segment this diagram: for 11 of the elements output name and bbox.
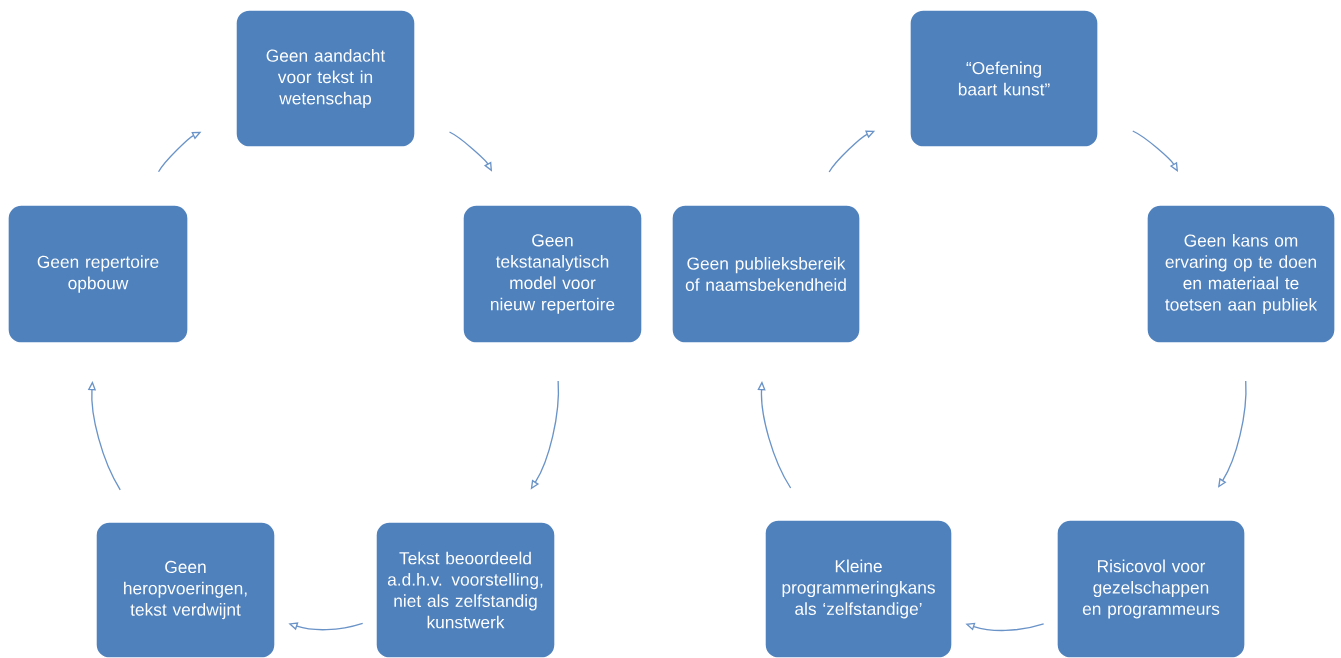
process-box: “Oefening baart kunst” — [909, 9, 1099, 148]
process-box: Kleine programmeringkans als ‘zelfstandige’ — [764, 519, 953, 658]
process-box: Geen aandacht voor tekst in wetenschap — [235, 9, 416, 148]
process-box: Tekst beoordeeld a.d.h.v. voorstelling, niet als zelfstandig kunstwerk — [375, 521, 556, 658]
process-box: Geen heropvoeringen, tekst verdwijnt — [95, 521, 276, 658]
process-box: Risicovol voor gezelschappen en programmeurs — [1056, 519, 1246, 658]
process-box: Geen kans om ervaring op te doen en materiaal te toetsen aan publiek — [1146, 204, 1336, 344]
process-box: Geen repertoire opbouw — [7, 204, 189, 344]
process-box: Geen publieksbereik of naamsbekendheid — [671, 204, 861, 344]
process-box: Geen tekstanalytisch model voor nieuw repertoire — [462, 204, 643, 344]
arrow — [87, 381, 121, 491]
